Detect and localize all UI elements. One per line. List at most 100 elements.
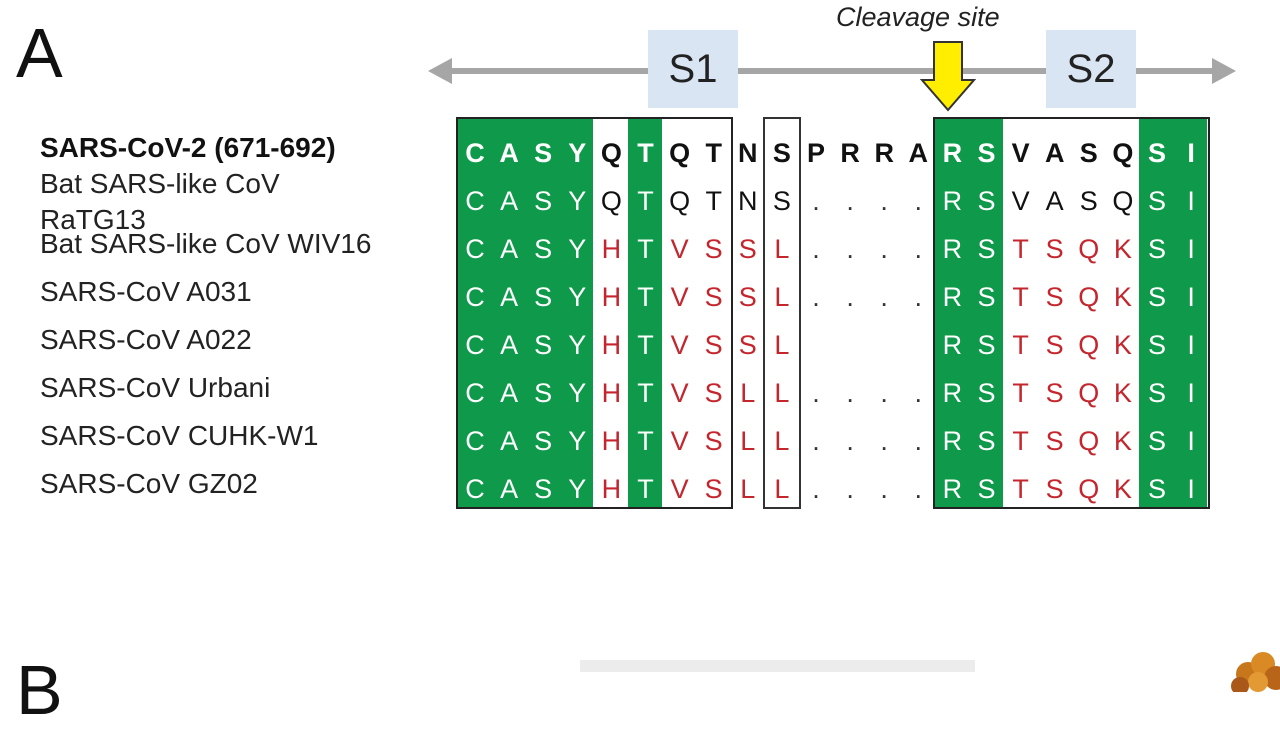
sequence-label: SARS-CoV GZ02 [40,468,258,499]
residue: V [670,426,689,456]
residue: S [534,234,553,264]
alignment-gap: . [880,474,888,504]
residue: C [465,330,485,360]
residue: S [1147,186,1166,216]
residue: S [704,426,723,456]
residue: Q [1112,138,1134,168]
residue: S [1147,138,1166,168]
residue: L [740,474,756,504]
alignment-gap: . [914,282,923,312]
residue: A [1045,186,1064,216]
residue: S [1045,378,1064,408]
residue: S [738,282,757,312]
residue: A [500,426,519,456]
residue: H [601,234,622,264]
residue: T [1012,426,1029,456]
residue: S [1147,234,1166,264]
residue: S [534,186,553,216]
residue: Q [1078,282,1100,312]
residue: S [1147,426,1166,456]
residue: Q [1078,234,1100,264]
residue: Y [568,378,587,408]
alignment-gap: . [914,234,923,264]
region-frame-2 [933,117,1211,509]
residue: S [772,186,791,216]
residue: I [1187,282,1195,312]
residue: I [1187,234,1195,264]
residue: V [670,330,689,360]
residue: S [534,426,553,456]
alignment-gap: . [812,378,820,408]
residue: K [1113,282,1132,312]
residue: A [500,234,519,264]
residue: L [774,378,790,408]
residue: R [942,138,963,168]
sequence-label: Bat SARS-like CoV RaTG13 [40,168,280,235]
alignment-gap: . [812,474,820,504]
panel-label-a: A [16,14,63,92]
cleavage-site-label: Cleavage site [836,2,1000,32]
residue: Q [600,186,622,216]
residue: Q [1078,330,1100,360]
residue: S [977,426,996,456]
residue: H [601,474,622,504]
conserved-block-2 [627,117,662,509]
alignment-gap: . [914,426,923,456]
residue: T [1012,330,1029,360]
alignment-gap: . [846,378,854,408]
residue: S [534,282,553,312]
alignment-gap: . [846,282,854,312]
residue: V [670,378,689,408]
residue: S [977,282,996,312]
conserved-block-3 [934,117,1003,509]
residue: I [1187,474,1195,504]
residue: Q [1078,378,1100,408]
residue: T [1012,234,1029,264]
residue: R [942,282,963,312]
residue: P [806,138,825,168]
residue: L [740,378,756,408]
residue: S [772,138,791,168]
alignment-gap: . [812,282,820,312]
residue: N [738,138,758,168]
residue: N [738,186,758,216]
residue: A [1044,138,1065,168]
alignment-gap: . [880,186,888,216]
residue: V [670,282,689,312]
residue: S [704,378,723,408]
residue: L [774,474,790,504]
residue: S [977,234,996,264]
residue: K [1113,330,1132,360]
residue: A [908,138,929,168]
residue: S [1147,378,1166,408]
residue: I [1187,186,1195,216]
residue: C [465,378,485,408]
residue: T [705,186,722,216]
alignment-gap: . [812,234,820,264]
residue: S [534,378,553,408]
residue: R [942,186,963,216]
sequence-label: SARS-CoV A022 [40,324,252,355]
residue: R [942,426,963,456]
residue: Y [568,186,587,216]
residue: Y [568,138,587,168]
residue: T [637,186,654,216]
residue: I [1187,426,1195,456]
residue: Q [600,138,622,168]
alignment-gap: . [914,186,923,216]
residue: S [1045,282,1064,312]
residue: K [1113,234,1132,264]
residue: R [840,138,860,168]
residue: S [977,378,996,408]
residue: S [534,330,553,360]
alignment-gap: . [880,426,888,456]
residue: S [1045,426,1064,456]
residue: L [774,282,790,312]
residue: S [534,138,553,168]
conserved-block-4 [1139,117,1208,509]
panel-b-figure-edge [580,660,975,672]
residue: H [601,330,622,360]
sequence-label: SARS-CoV CUHK-W1 [40,420,319,451]
residue: T [637,426,654,456]
residue: S [704,330,723,360]
